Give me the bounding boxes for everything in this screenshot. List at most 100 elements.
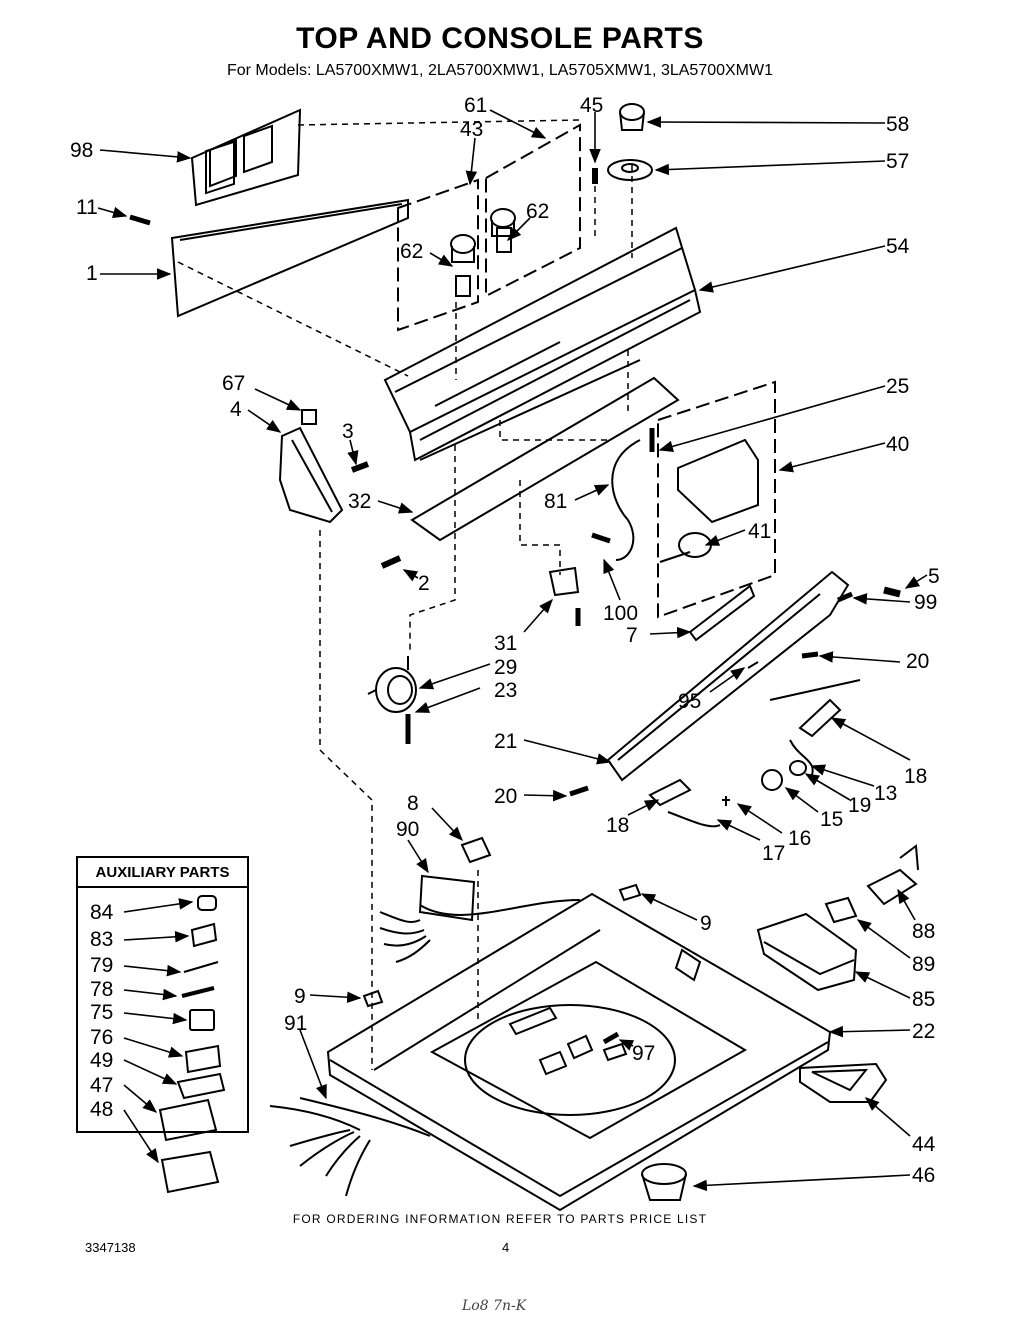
callout-labels: 98 11 1 61 43 45 62 62 58 57 54 67 4 3 3… (70, 94, 940, 1187)
callout-45: 45 (580, 94, 603, 117)
callout-31: 31 (494, 632, 517, 655)
callout-19: 19 (848, 794, 871, 817)
auxiliary-part-icons (158, 895, 226, 1194)
callout-81: 81 (544, 490, 567, 513)
callout-aux-76: 76 (90, 1026, 113, 1049)
callout-43: 43 (460, 118, 483, 141)
part-31-bracket (548, 566, 581, 626)
auxiliary-parts-title: AUXILIARY PARTS (78, 858, 247, 888)
callout-9-lower: 9 (294, 985, 306, 1008)
callout-91: 91 (284, 1012, 307, 1035)
part-81-wire (611, 439, 641, 561)
auxiliary-parts-box: AUXILIARY PARTS (76, 856, 249, 1133)
document-number: 3347138 (85, 1240, 136, 1255)
callout-aux-48: 48 (90, 1098, 113, 1121)
callout-98: 98 (70, 139, 93, 162)
callout-5: 5 (928, 565, 940, 588)
part-98-bracket (190, 108, 302, 207)
callout-99: 99 (914, 591, 937, 614)
callout-13: 13 (874, 782, 897, 805)
part-5-nut (883, 586, 901, 598)
callout-97: 97 (632, 1042, 655, 1065)
callout-44: 44 (912, 1133, 936, 1156)
callout-17: 17 (762, 842, 785, 865)
callout-15: 15 (820, 808, 843, 831)
callout-58: 58 (886, 113, 909, 136)
callout-18-right: 18 (904, 765, 927, 788)
callout-90: 90 (396, 818, 419, 841)
part-8-clip (460, 836, 492, 864)
ordering-footer: FOR ORDERING INFORMATION REFER TO PARTS … (292, 1212, 708, 1226)
part-22-washer-top (326, 892, 832, 1212)
part-54-console (383, 226, 702, 462)
part-44-foot (799, 1062, 888, 1103)
callout-aux-75: 75 (90, 1001, 113, 1024)
callout-57: 57 (886, 150, 909, 173)
part-67-clip (301, 409, 317, 425)
part-9-clip-upper (618, 883, 642, 902)
part-90-harness (379, 874, 581, 963)
callout-23: 23 (494, 679, 517, 702)
callout-11: 11 (76, 196, 98, 219)
callout-22: 22 (912, 1020, 935, 1043)
page-number: 4 (502, 1240, 510, 1255)
callout-67: 67 (222, 372, 245, 395)
callout-89: 89 (912, 953, 935, 976)
part-100-screw (591, 532, 611, 544)
group-boxes (397, 123, 776, 619)
callout-1: 1 (86, 262, 98, 285)
callout-40: 40 (886, 433, 909, 456)
callout-aux-83: 83 (90, 928, 113, 951)
callout-7: 7 (626, 624, 638, 647)
callout-100: 100 (603, 602, 638, 625)
part-99-screw (837, 591, 853, 603)
callout-aux-49: 49 (90, 1049, 113, 1072)
callout-20-lower: 20 (494, 785, 517, 808)
callout-46: 46 (912, 1164, 935, 1187)
callout-88: 88 (912, 920, 935, 943)
part-1-panel (170, 198, 409, 318)
part-62-knobs (450, 208, 516, 297)
part-46-foot (641, 1163, 687, 1201)
models-subtitle: For Models: LA5700XMW1, 2LA5700XMW1, LA5… (226, 62, 774, 79)
callout-16: 16 (788, 827, 811, 850)
callout-aux-47: 47 (90, 1074, 113, 1097)
callout-20-upper: 20 (906, 650, 929, 673)
part-20-screw-lower (569, 785, 589, 797)
callout-25: 25 (886, 375, 909, 398)
callout-21: 21 (494, 730, 517, 753)
callout-41: 41 (748, 520, 771, 543)
part-11-screw (129, 214, 151, 226)
part-20-screw-upper (801, 651, 819, 659)
callout-62-right: 62 (526, 200, 549, 223)
part-97-screw (602, 1031, 620, 1045)
callout-54: 54 (886, 235, 910, 258)
callout-aux-78: 78 (90, 978, 113, 1001)
callout-85: 85 (912, 988, 935, 1011)
callout-9-upper: 9 (700, 912, 712, 935)
part-85-cover (756, 912, 858, 992)
callout-4: 4 (230, 398, 242, 421)
part-2-screw (380, 555, 402, 569)
part-58-57-knob-dial (607, 103, 653, 181)
part-4-endcap (278, 426, 344, 524)
part-89-bracket (824, 896, 858, 924)
part-91-harness (269, 1097, 431, 1197)
callout-62-left: 62 (400, 240, 423, 263)
callout-aux-79: 79 (90, 954, 113, 977)
part-29-switch (367, 656, 417, 744)
part-88-switch (866, 844, 919, 906)
part-3-screw (350, 461, 370, 473)
part-32-frame (410, 359, 680, 542)
leader-lines (97, 109, 928, 1192)
callout-61: 61 (464, 94, 487, 117)
callout-8: 8 (407, 792, 419, 815)
callout-18-left: 18 (606, 814, 629, 837)
callout-aux-84: 84 (90, 901, 114, 924)
page-title: TOP AND CONSOLE PARTS (296, 22, 704, 55)
callout-29: 29 (494, 656, 517, 679)
handwritten-note: Lo8 7n-K (462, 1298, 527, 1314)
callout-95: 95 (678, 690, 701, 713)
callout-32: 32 (348, 490, 371, 513)
